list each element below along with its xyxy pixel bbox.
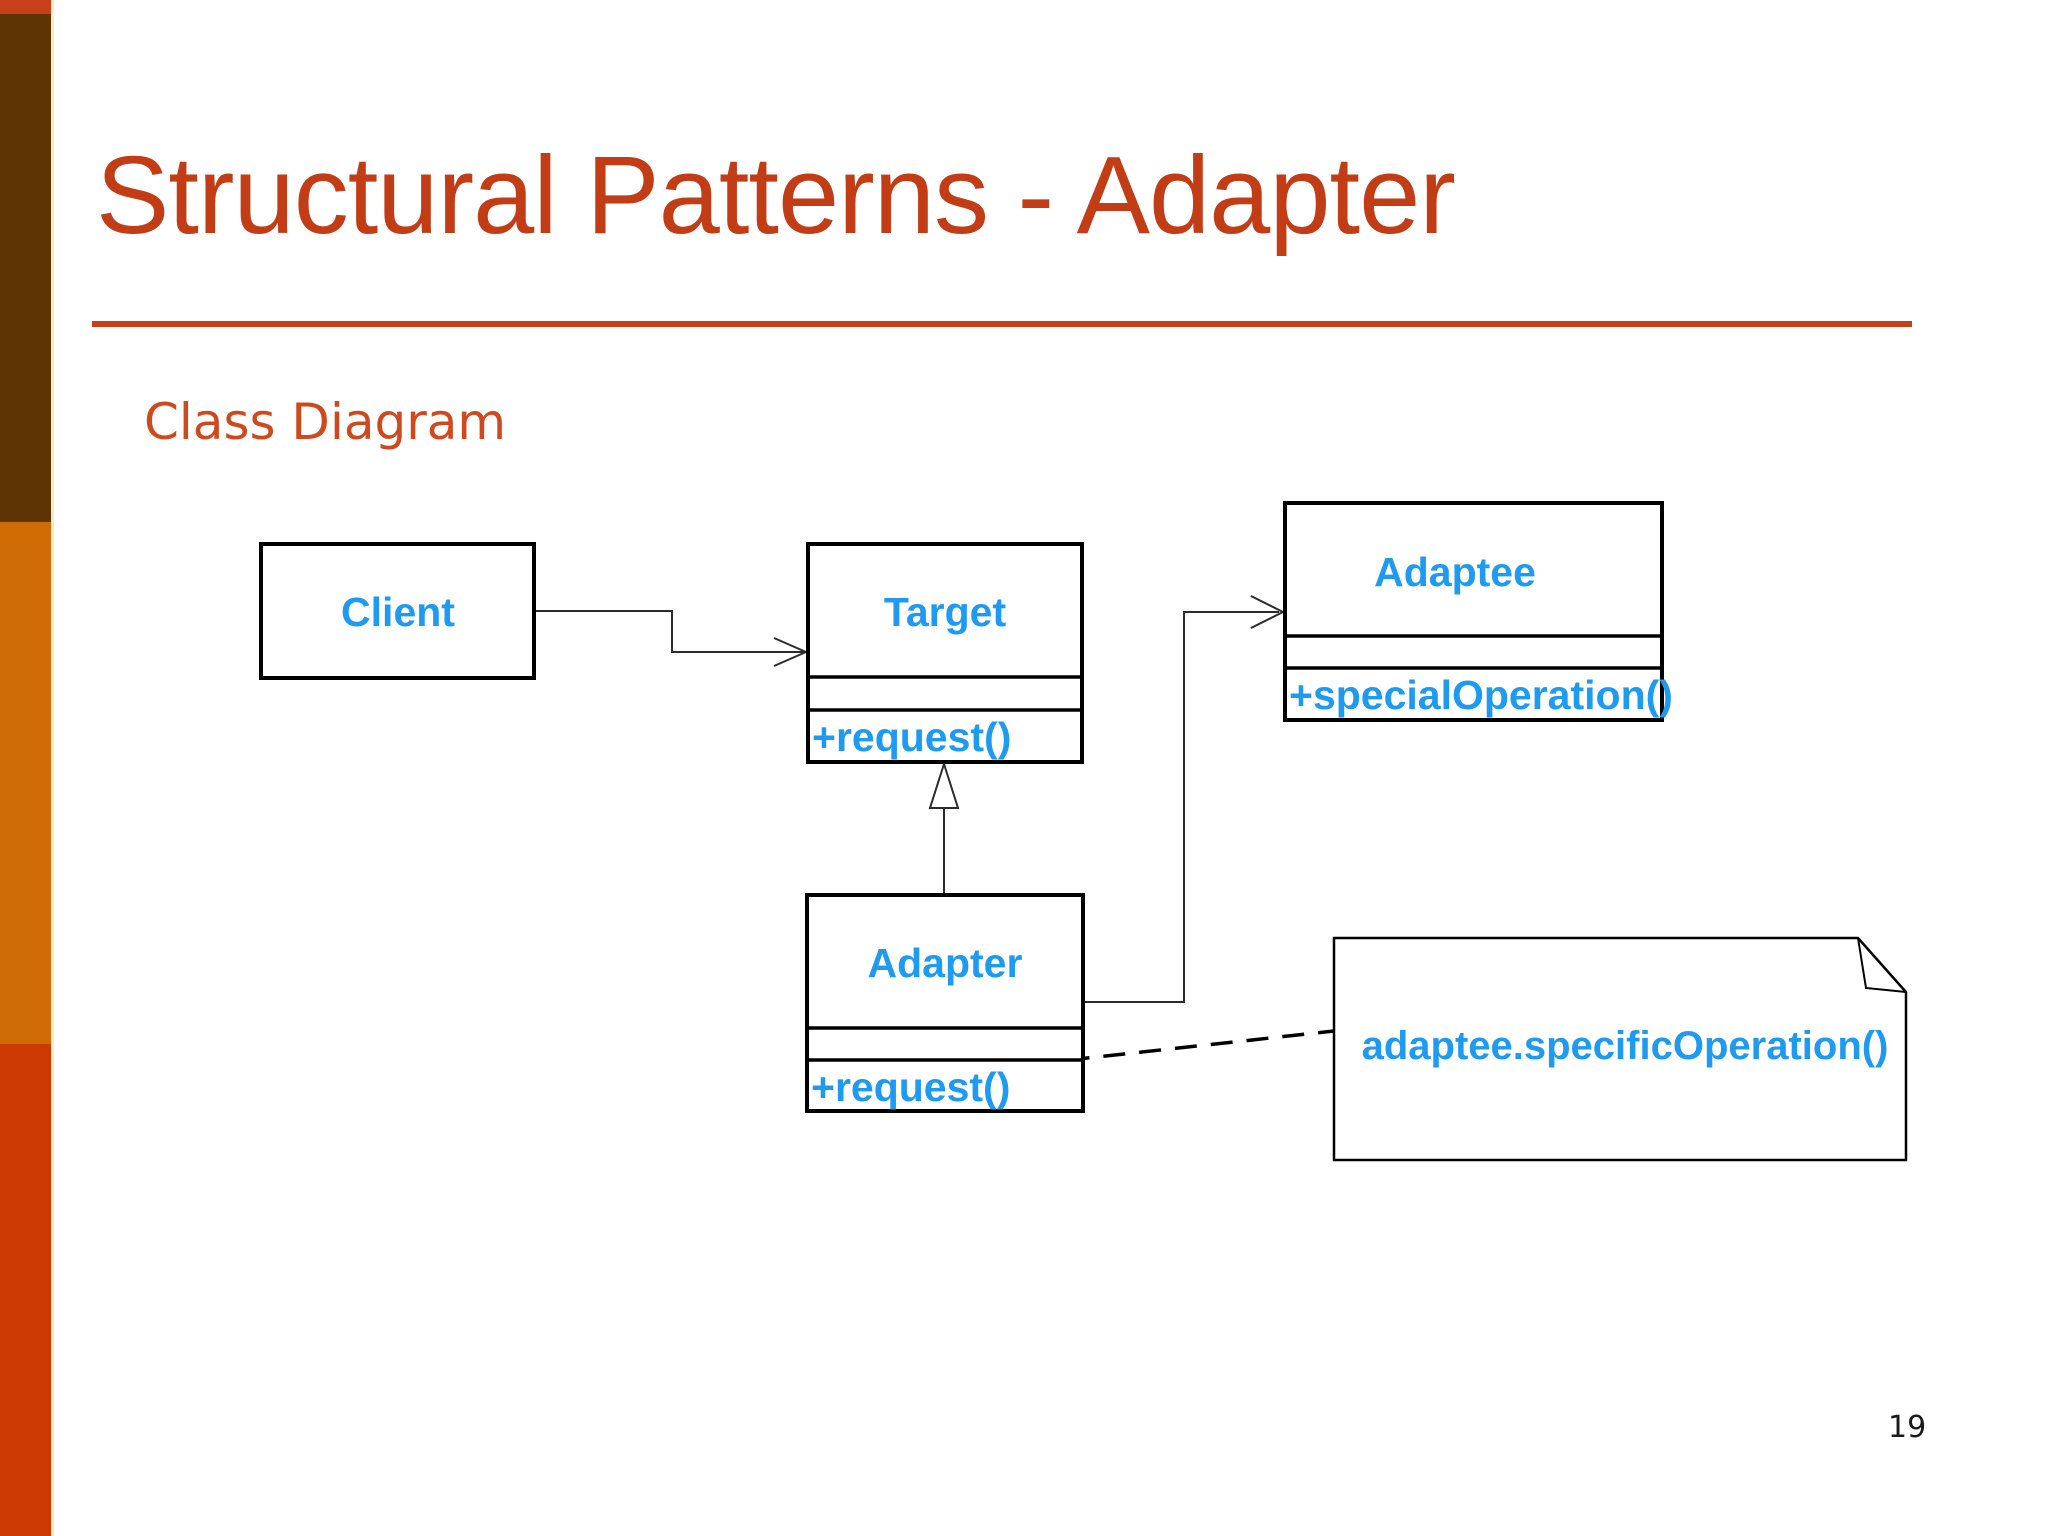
target-box-frame [806, 542, 1084, 764]
note-folded-corner-icon [1857, 937, 1907, 993]
sidebar-edge-line [51, 0, 54, 1536]
adapter-adaptee-association-line [1083, 611, 1279, 1003]
client-class-name: Client [341, 589, 455, 635]
note-text: adaptee.specificOperation() [1362, 1024, 1889, 1068]
class-box-adapter: Adapter +request() [805, 893, 1085, 1113]
sidebar-band-red [0, 1044, 51, 1536]
title-underline [92, 321, 1912, 327]
adapter-operation: +request() [811, 1064, 1010, 1110]
sidebar-corner-accent [0, 0, 51, 14]
class-box-adaptee: Adaptee +specialOperation() [1283, 501, 1673, 722]
target-class-name: Target [884, 589, 1007, 635]
adaptee-class-name: Adaptee [1374, 549, 1536, 595]
target-operation: +request() [812, 714, 1011, 760]
adapter-adaptee-arrowhead-icon [1250, 595, 1284, 629]
class-box-client: Client [259, 542, 536, 680]
adaptee-operation: +specialOperation() [1289, 672, 1673, 718]
sidebar-color-bands [0, 0, 51, 1536]
client-target-association-line [534, 610, 804, 653]
note-frame [1332, 936, 1908, 1162]
class-box-target: Target +request() [806, 542, 1084, 764]
client-target-arrowhead-icon [773, 637, 807, 667]
adaptee-box-frame [1283, 501, 1664, 722]
sidebar-band-orange [0, 522, 51, 1044]
generalization-triangle-icon [928, 760, 960, 809]
uml-note: adaptee.specificOperation() [1332, 936, 1908, 1162]
client-box-frame [259, 542, 536, 680]
subtitle: Class Diagram [144, 393, 507, 451]
page-number: 19 [1888, 1410, 1927, 1445]
adapter-class-name: Adapter [868, 940, 1023, 986]
sidebar-band-brown [0, 0, 51, 522]
page-title: Structural Patterns - Adapter [96, 134, 1456, 257]
adapter-box-frame [805, 893, 1085, 1113]
